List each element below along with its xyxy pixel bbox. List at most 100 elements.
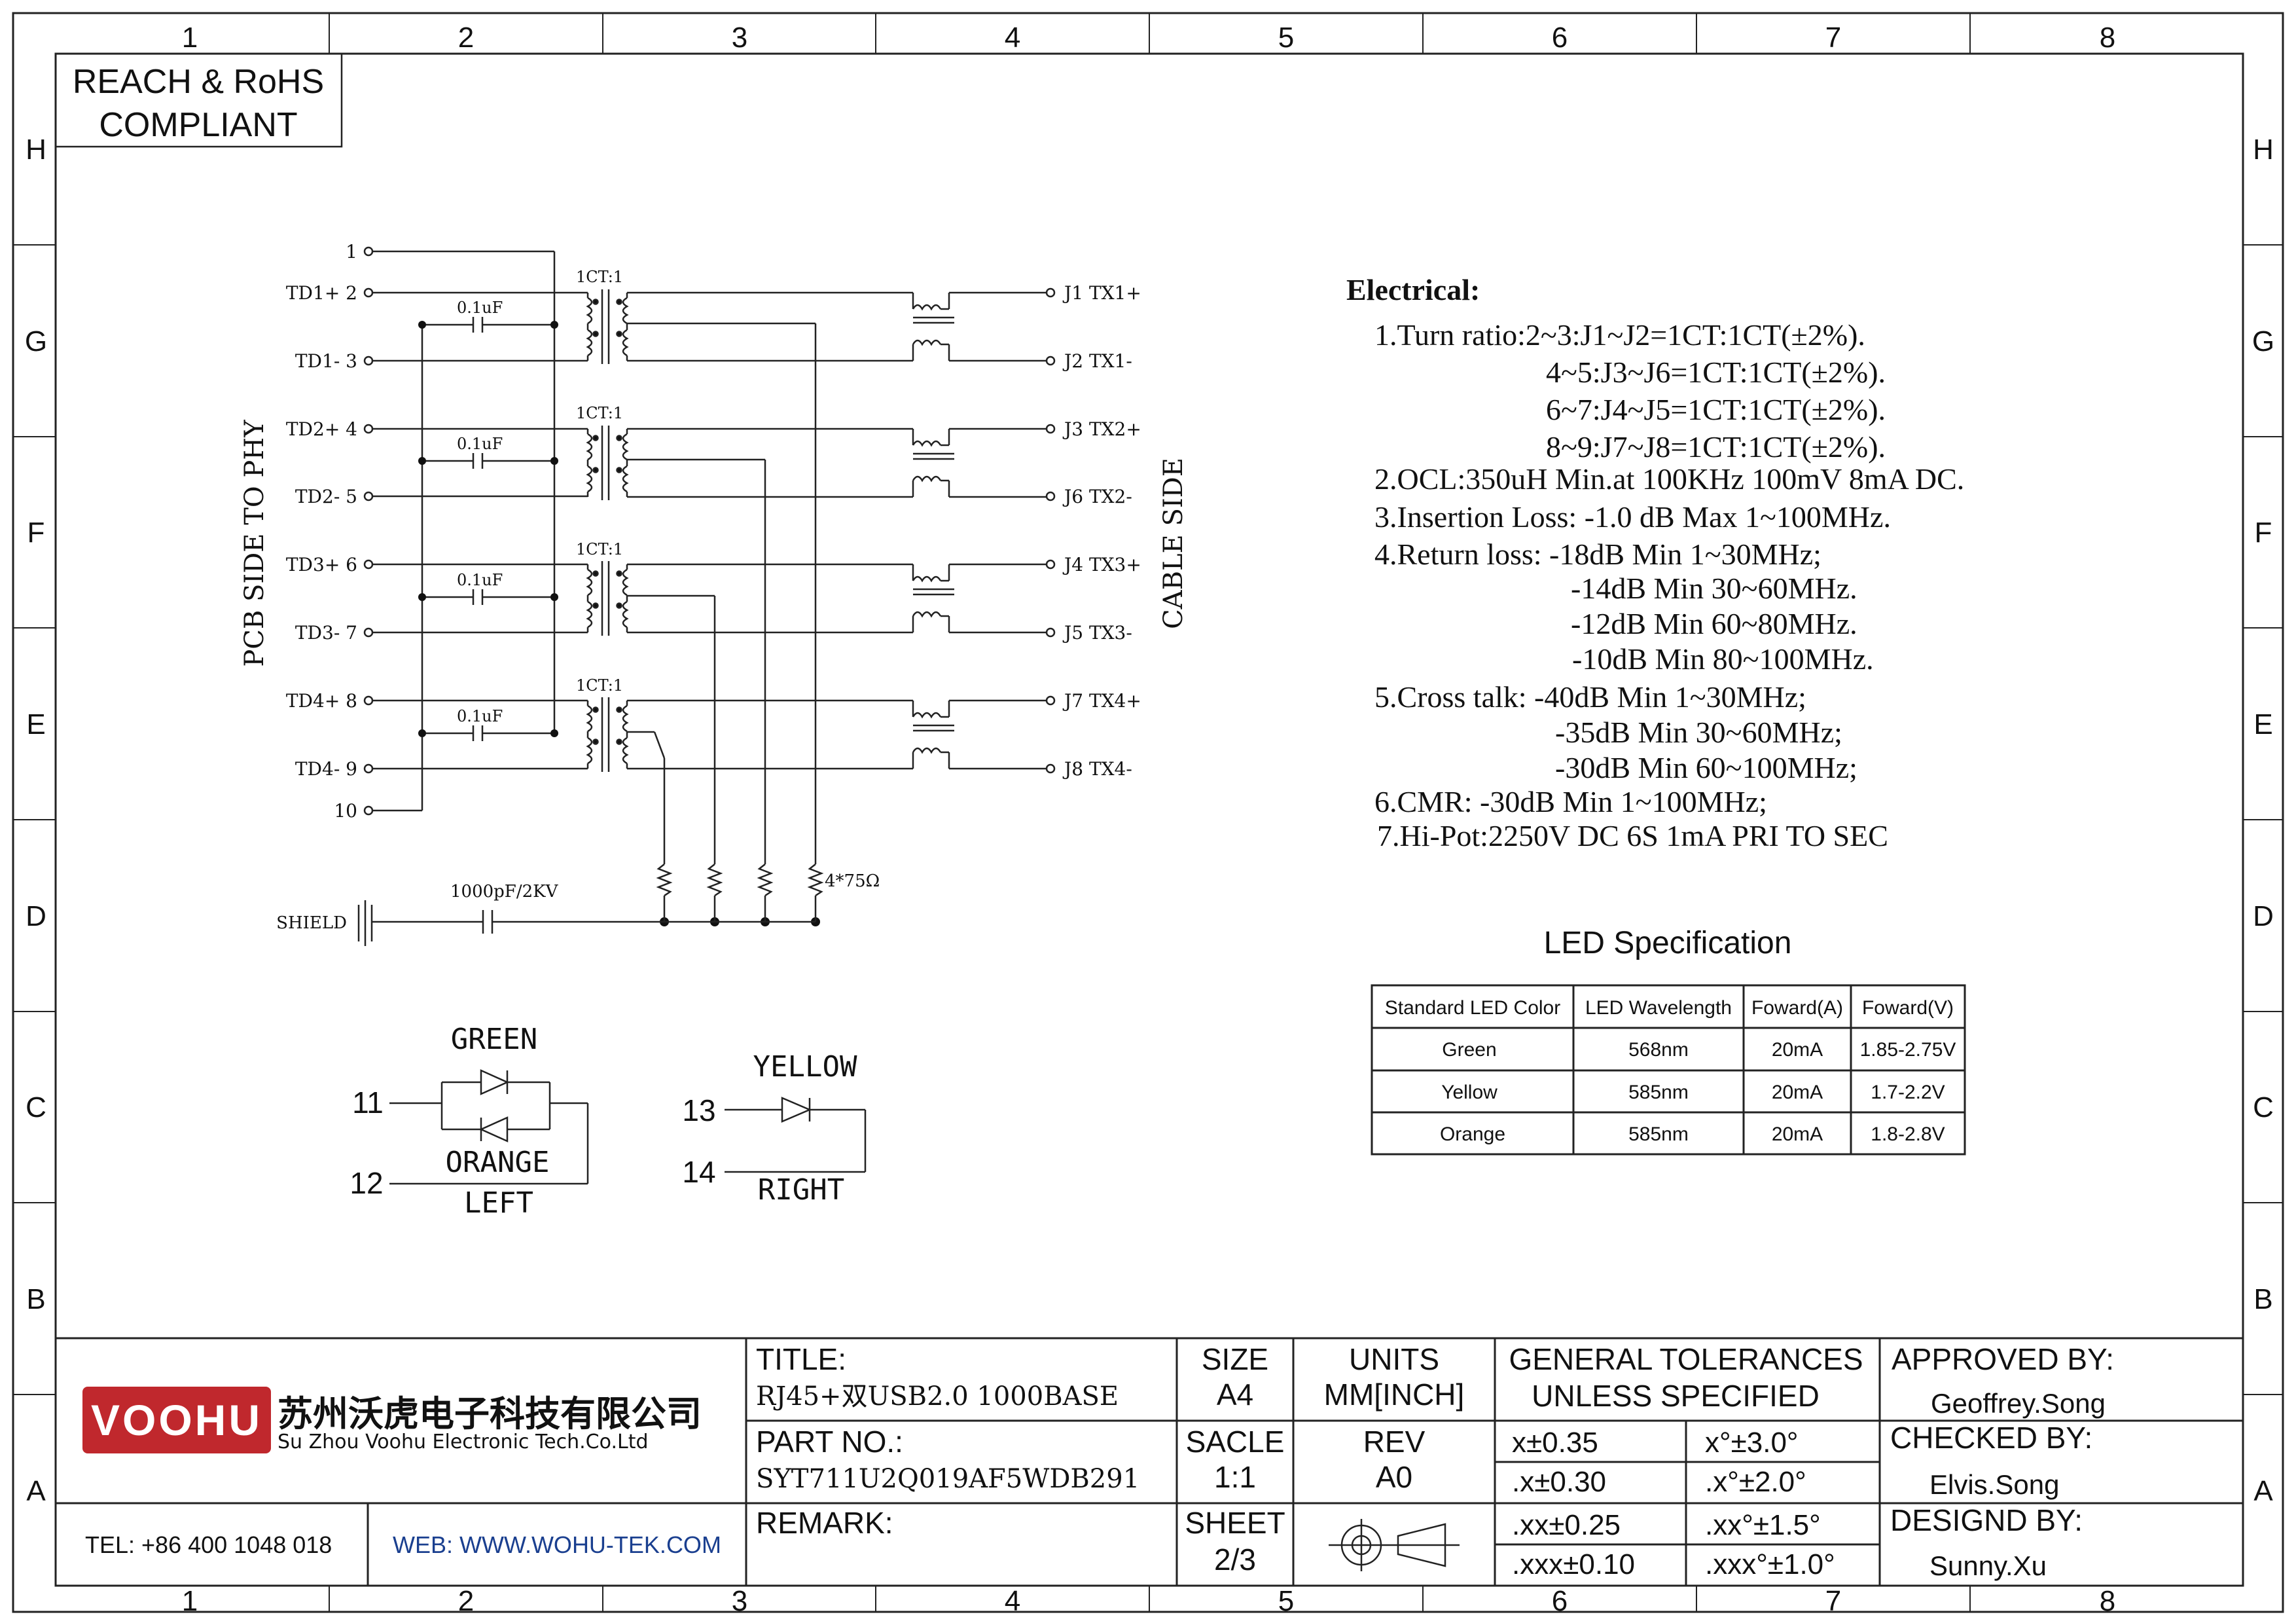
compliance-line2: COMPLIANT [99, 106, 297, 144]
column-label: 4 [1005, 22, 1020, 54]
tolerance-angular: .x°±2.0° [1705, 1466, 1806, 1498]
logo-text: VOOHU [91, 1396, 262, 1444]
transformer-channels [586, 289, 1047, 772]
size-label: SIZE [1202, 1342, 1268, 1376]
cable-pin-label: J7 TX4+ [1062, 690, 1141, 712]
checked-value: Elvis.Song [1929, 1469, 2059, 1500]
orange-led-label: ORANGE [446, 1146, 550, 1179]
cable-pin-label: J4 TX3+ [1062, 554, 1141, 575]
company-name-en: Su Zhou Voohu Electronic Tech.Co.Ltd [278, 1431, 649, 1453]
row-label: F [2255, 517, 2272, 549]
column-label: 2 [458, 22, 474, 54]
led-spec-table: LED Specification Standard LED Color LED… [1371, 926, 1966, 1156]
cable-pin-label: J6 TX2- [1062, 486, 1132, 507]
approved-label: APPROVED BY: [1892, 1342, 2114, 1376]
sheet-label: SHEET [1185, 1506, 1285, 1540]
table-header: Standard LED Color [1385, 997, 1560, 1019]
capacitor-label: 0.1uF [457, 571, 503, 589]
title-label: TITLE: [756, 1342, 846, 1376]
compliance-line1: REACH & RoHS [73, 63, 324, 101]
table-cell: 1.85-2.75V [1860, 1039, 1956, 1061]
approved-value: Geoffrey.Song [1931, 1388, 2106, 1419]
spec-line: 8~9:J7~J8=1CT:1CT(±2%). [1546, 430, 1886, 464]
column-label: 5 [1278, 22, 1294, 54]
units-value: MM[INCH] [1324, 1377, 1465, 1412]
pin-label: TD3- 7 [295, 622, 357, 644]
transformer-ratio-label: 1CT:1 [576, 676, 623, 695]
compliance-box: REACH & RoHS COMPLIANT [54, 52, 343, 148]
spec-line: 2.OCL:350uH Min.at 100KHz 100mV 8mA DC. [1374, 462, 1964, 496]
pin-13-label: 13 [682, 1093, 715, 1127]
checked-label: CHECKED BY: [1890, 1421, 2092, 1455]
units-label: UNITS [1349, 1342, 1439, 1376]
cable-side-label: CABLE SIDE [1158, 458, 1189, 629]
spec-line: 6~7:J4~J5=1CT:1CT(±2%). [1546, 393, 1886, 426]
resistor-label: 4*75Ω [825, 871, 880, 891]
capacitor-label: 0.1uF [457, 299, 503, 317]
column-label: 7 [1825, 1585, 1841, 1617]
row-label: G [25, 325, 47, 357]
row-label: D [2253, 900, 2274, 932]
pin-label: 1 [346, 241, 357, 263]
left-pin-labels: 1 TD1+ 2 TD1- 3 TD2+ 4 TD2- 5 TD3+ 6 TD3… [286, 241, 357, 822]
column-label: 3 [732, 22, 747, 54]
tolerance-linear: .x±0.30 [1512, 1466, 1606, 1498]
sheet-value: 2/3 [1214, 1542, 1256, 1577]
column-label: 1 [182, 1585, 198, 1617]
column-label: 6 [1552, 1585, 1568, 1617]
row-label: A [26, 1475, 46, 1507]
row-label: B [26, 1283, 45, 1315]
transformer-ratio-label: 1CT:1 [576, 404, 623, 422]
tolerance-linear: x±0.35 [1512, 1427, 1598, 1459]
table-cell: 585nm [1628, 1123, 1689, 1145]
spec-line: 4~5:J3~J6=1CT:1CT(±2%). [1546, 356, 1886, 389]
pin-label: 10 [334, 800, 357, 822]
size-value: A4 [1217, 1377, 1253, 1412]
spec-line: -30dB Min 60~100MHz; [1555, 751, 1857, 784]
spec-line: 3.Insertion Loss: -1.0 dB Max 1~100MHz. [1374, 500, 1891, 534]
capacitor-label: 0.1uF [457, 707, 503, 725]
column-label: 8 [2100, 22, 2115, 54]
shield-network [357, 322, 824, 946]
company-logo: VOOHU 苏州沃虎电子科技有限公司 Su Zhou Voohu Electro… [82, 1387, 702, 1453]
spec-line: 1.Turn ratio:2~3:J1~J2=1CT:1CT(±2%). [1374, 318, 1865, 352]
row-label: G [2252, 325, 2274, 357]
frame-labels: 1 2 3 4 5 6 7 8 1 2 3 4 5 6 7 8 H G F E … [25, 22, 2274, 1617]
tolerance-subheading: UNLESS SPECIFIED [1532, 1379, 1820, 1413]
web-link[interactable]: WEB: WWW.WOHU-TEK.COM [393, 1531, 721, 1558]
led-labels: GREEN ORANGE LEFT YELLOW RIGHT [446, 1023, 857, 1220]
column-label: 1 [182, 22, 198, 54]
electrical-spec: Electrical: 1.Turn ratio:2~3:J1~J2=1CT:1… [1346, 273, 1964, 852]
spec-line: -35dB Min 30~60MHz; [1555, 716, 1842, 749]
pin-label: TD4- 9 [295, 758, 357, 780]
table-cell: 20mA [1772, 1082, 1823, 1103]
pin-label: TD2- 5 [295, 486, 357, 507]
pin-label: TD4+ 8 [286, 690, 357, 712]
row-label: H [26, 134, 46, 166]
component-labels: 1CT:1 1CT:1 1CT:1 1CT:1 0.1uF 0.1uF 0.1u… [457, 268, 623, 725]
green-led-label: GREEN [451, 1023, 537, 1056]
tolerance-angular: .xxx°±1.0° [1705, 1548, 1835, 1580]
spec-line: -12dB Min 60~80MHz. [1571, 607, 1857, 640]
table-cell: 585nm [1628, 1082, 1689, 1103]
row-label: C [2253, 1091, 2274, 1123]
tel-text: TEL: +86 400 1048 018 [85, 1531, 332, 1558]
electrical-heading: Electrical: [1346, 273, 1480, 306]
right-pin-labels: J1 TX1+ J2 TX1- J3 TX2+ J6 TX2- J4 TX3+ … [1062, 282, 1141, 780]
led-spec-title: LED Specification [1544, 926, 1792, 960]
right-led-label: RIGHT [758, 1173, 844, 1207]
cable-pin-label: J5 TX3- [1062, 622, 1132, 644]
table-cell: 1.8-2.8V [1871, 1123, 1945, 1145]
part-no-label: PART NO.: [756, 1425, 903, 1459]
spec-line: 5.Cross talk: -40dB Min 1~30MHz; [1374, 680, 1806, 714]
scale-value: 1:1 [1214, 1460, 1256, 1494]
column-label: 5 [1278, 1585, 1294, 1617]
title-value: RJ45+双USB2.0 1000BASE [756, 1381, 1119, 1412]
table-cell: Yellow [1441, 1082, 1498, 1103]
yellow-led-label: YELLOW [753, 1050, 857, 1084]
tolerance-angular: .xx°±1.5° [1705, 1509, 1821, 1541]
shield-cap-label: 1000pF/2KV [450, 882, 559, 902]
tolerance-linear: .xx±0.25 [1512, 1509, 1621, 1541]
pin-label: TD1+ 2 [286, 282, 357, 304]
